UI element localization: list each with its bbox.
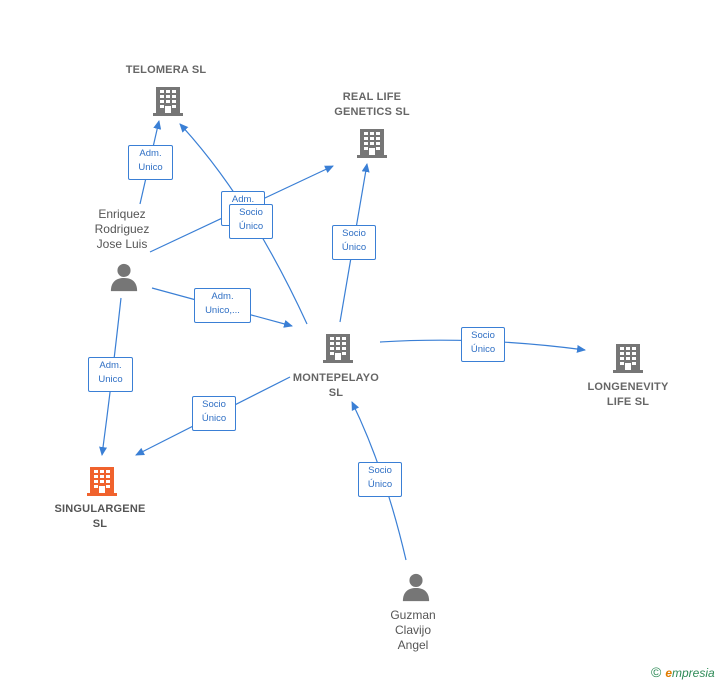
edge-label-montepelayo-singulargene: Socio Único [192, 396, 236, 431]
edge-label-guzman-montepelayo: Socio Único [358, 462, 402, 497]
singulargene-label[interactable]: SINGULARGENE SL [54, 503, 146, 530]
edge-label-montepelayo-telomera: Socio Único [229, 204, 273, 239]
montepelayo-label[interactable]: MONTEPELAYO SL [292, 372, 380, 399]
montepelayo-building-icon[interactable] [323, 334, 353, 363]
telomera-label[interactable]: TELOMERA SL [125, 64, 207, 76]
guzman-person-icon[interactable] [402, 573, 430, 602]
guzman-label[interactable]: Guzman Clavijo Angel [390, 608, 436, 652]
edge-label-enriquez-telomera: Adm. Unico [128, 145, 173, 180]
telomera-building-icon[interactable] [153, 87, 183, 116]
empresia-brand[interactable]: ©empresia [651, 664, 715, 680]
singulargene-building-icon[interactable] [87, 467, 117, 496]
edge-label-enriquez-singulargene: Adm. Unico [88, 357, 133, 392]
longenevity-building-icon[interactable] [613, 344, 643, 373]
edge-label-montepelayo-longenevity: Socio Único [461, 327, 505, 362]
longenevity-label[interactable]: LONGENEVITY LIFE SL [587, 381, 669, 408]
enriquez-person-icon[interactable] [110, 263, 138, 292]
edge-label-montepelayo-reallife: Socio Único [332, 225, 376, 260]
brand-initial: e [665, 666, 673, 680]
copyright-icon: © [651, 664, 662, 680]
brand-name: mpresia [672, 666, 715, 680]
edge-label-enriquez-montepelayo: Adm. Unico,... [194, 288, 251, 323]
reallife-building-icon[interactable] [357, 129, 387, 158]
reallife-label[interactable]: REAL LIFE GENETICS SL [334, 91, 410, 118]
enriquez-label[interactable]: Enriquez Rodriguez Jose Luis [94, 207, 150, 251]
